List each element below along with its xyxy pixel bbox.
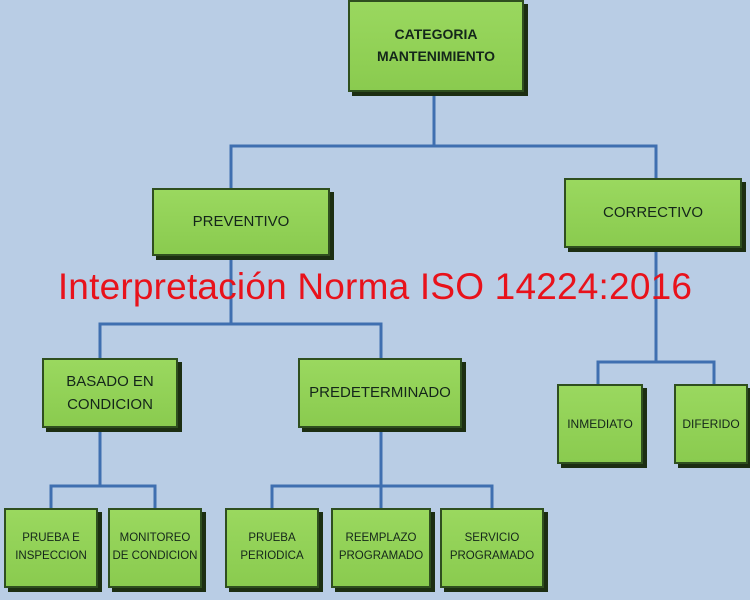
- node-label: CATEGORIA MANTENIMIENTO: [377, 26, 495, 64]
- node-predeterminado: PREDETERMINADO: [298, 358, 462, 428]
- node-prueba-periodica: PRUEBA PERIODICA: [225, 508, 319, 588]
- node-label: DIFERIDO: [682, 416, 740, 431]
- node-inmediato: INMEDIATO: [557, 384, 643, 464]
- node-label: PREDETERMINADO: [309, 384, 451, 402]
- node-label: PRUEBA PERIODICA: [240, 532, 304, 562]
- node-basado-en-condicion: BASADO EN CONDICION: [42, 358, 178, 428]
- node-label: INMEDIATO: [567, 416, 633, 431]
- overlay-title: Interpretación Norma ISO 14224:2016: [57, 266, 693, 307]
- node-label: BASADO EN CONDICION: [66, 372, 154, 413]
- node-servicio-programado: SERVICIO PROGRAMADO: [440, 508, 544, 588]
- node-correctivo: CORRECTIVO: [564, 178, 742, 248]
- node-label: MONITOREO DE CONDICION: [112, 532, 198, 562]
- node-prueba-e-inspeccion: PRUEBA E INSPECCION: [4, 508, 98, 588]
- node-monitoreo-de-condicion: MONITOREO DE CONDICION: [108, 508, 202, 588]
- node-categoria-mantenimiento: CATEGORIA MANTENIMIENTO: [348, 0, 524, 92]
- node-label: PRUEBA E INSPECCION: [15, 532, 87, 562]
- node-label: CORRECTIVO: [602, 204, 703, 222]
- node-label: SERVICIO PROGRAMADO: [449, 532, 535, 562]
- node-label: PREVENTIVO: [192, 213, 290, 231]
- node-label: REEMPLAZO PROGRAMADO: [338, 532, 424, 562]
- node-preventivo: PREVENTIVO: [152, 188, 330, 256]
- node-diferido: DIFERIDO: [674, 384, 748, 464]
- node-reemplazo-programado: REEMPLAZO PROGRAMADO: [331, 508, 431, 588]
